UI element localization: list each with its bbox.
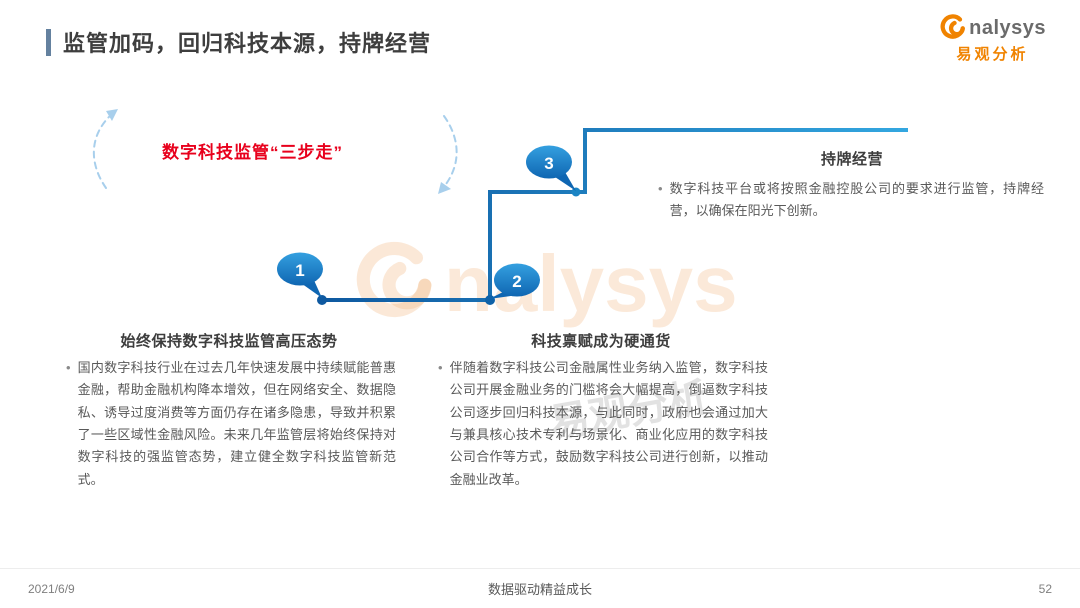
- right-dashed-arrow: [442, 115, 458, 189]
- step-line: [322, 128, 908, 302]
- title-accent-bar: [46, 28, 51, 56]
- step-1-number: 1: [295, 261, 304, 280]
- step-1-body: • 国内数字科技行业在过去几年快速发展中持续赋能普惠金融，帮助金融机构降本增效，…: [66, 357, 396, 491]
- footer: 2021/6/9 数据驱动精益成长 52: [0, 568, 1080, 608]
- analysys-logo: nalysys 易观分析: [939, 14, 1046, 64]
- diagram-label: 数字科技监管“三步走”: [162, 143, 343, 162]
- bullet-icon: •: [66, 360, 71, 375]
- bullet-icon: •: [438, 360, 443, 375]
- left-dashed-arrow-head: [106, 109, 118, 121]
- analysys-logo-row: nalysys: [939, 14, 1046, 42]
- bullet-icon: •: [658, 181, 663, 196]
- step-dot-1: [317, 295, 327, 305]
- step-dot-3: [571, 187, 581, 197]
- step-2-body: • 伴随着数字科技公司金融属性业务纳入监管，数字科技公司开展金融业务的门槛将会大…: [438, 357, 768, 491]
- step-bubble-2: 2: [489, 263, 540, 299]
- step-2-text: 伴随着数字科技公司金融属性业务纳入监管，数字科技公司开展金融业务的门槛将会大幅提…: [449, 360, 768, 487]
- left-dashed-arrow: [93, 113, 113, 189]
- step-2-title: 科技禀赋成为硬通货: [531, 333, 671, 350]
- step-3-title: 持牌经营: [820, 151, 883, 168]
- step-bubble-3: 3: [526, 145, 576, 191]
- footer-motto: 数据驱动精益成长: [487, 582, 593, 597]
- step-3-text: 数字科技平台或将按照金融控股公司的要求进行监管，持牌经营，以确保在阳光下创新。: [669, 181, 1044, 219]
- right-dashed-arrow-head: [438, 182, 451, 194]
- step-3-body: • 数字科技平台或将按照金融控股公司的要求进行监管，持牌经营，以确保在阳光下创新…: [658, 178, 1044, 223]
- footer-page-number: 52: [1038, 581, 1052, 596]
- step-1-title: 始终保持数字科技监管高压态势: [120, 333, 338, 350]
- page-title: 监管加码，回归科技本源，持牌经营: [63, 31, 432, 56]
- step-1-text: 国内数字科技行业在过去几年快速发展中持续赋能普惠金融，帮助金融机构降本增效，但在…: [77, 360, 396, 487]
- logo-brand-text: nalysys: [969, 16, 1046, 39]
- step-3-number: 3: [544, 154, 553, 173]
- header: 监管加码，回归科技本源，持牌经营: [46, 26, 431, 58]
- step-bubble-1: 1: [277, 252, 323, 298]
- analysys-swirl-icon: [940, 14, 965, 39]
- footer-date: 2021/6/9: [28, 581, 75, 596]
- logo-brand-cn: 易观分析: [956, 46, 1029, 63]
- step-2-number: 2: [512, 272, 521, 291]
- step-dot-2: [485, 295, 495, 305]
